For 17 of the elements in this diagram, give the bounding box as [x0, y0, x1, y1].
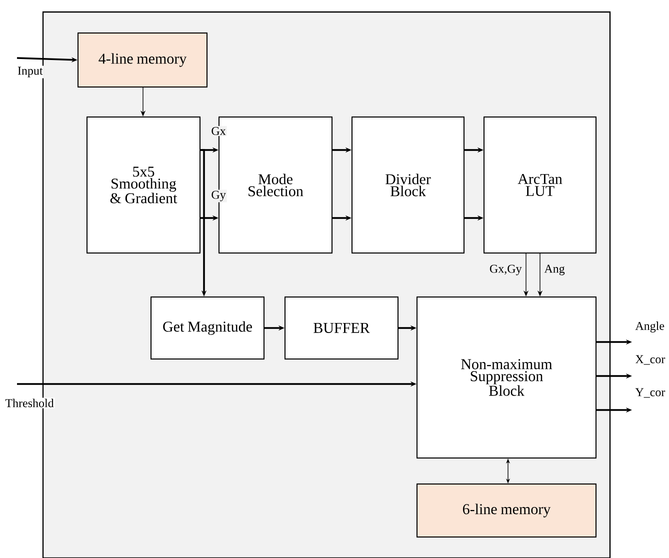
- edge-label: Gx: [210, 126, 227, 136]
- block-box: Get Magnitude: [150, 296, 264, 360]
- edge-label: Angle: [634, 320, 666, 334]
- edge-label: Gy: [210, 190, 227, 202]
- memory-box: 6-line memory: [416, 484, 596, 538]
- memory-box: 4-line memory: [78, 32, 208, 88]
- edge-label: Gx,Gy: [488, 264, 523, 276]
- edge-label: Ang: [543, 264, 566, 276]
- block-box: Divider Block: [352, 116, 464, 254]
- block-box: ArcTan LUT: [484, 116, 596, 254]
- block-box: Non-maximum Suppression Block: [416, 296, 596, 458]
- edge-label: Threshold: [4, 398, 55, 408]
- block-box: BUFFER: [284, 296, 398, 360]
- edge-label: X_cor: [634, 354, 666, 366]
- edge-label: Input: [16, 66, 44, 78]
- edge-label: Y_cor: [634, 387, 666, 399]
- block-box: 5x5 Smoothing & Gradient: [86, 116, 200, 254]
